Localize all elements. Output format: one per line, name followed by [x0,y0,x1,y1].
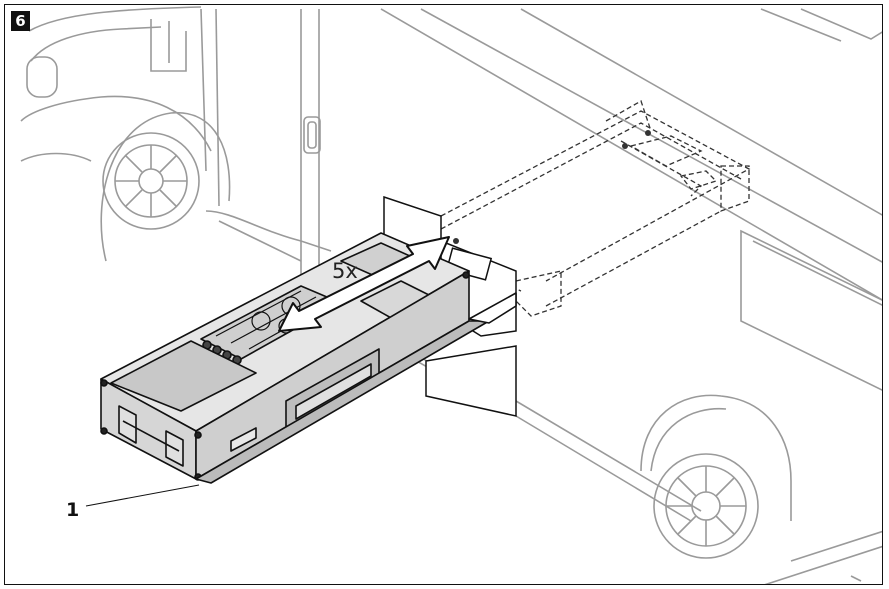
step-number-badge: 6 [11,11,30,31]
callout-leader-line [85,484,200,507]
camper-van-drawing [20,6,882,584]
illustration [20,6,882,584]
double-headed-arrow-icon [278,236,450,332]
frame-bolts [453,130,651,244]
figure-frame: 6 5x 1 [4,4,883,585]
repeat-count-label: 5x [332,259,358,283]
callout-label: 1 [66,499,80,521]
